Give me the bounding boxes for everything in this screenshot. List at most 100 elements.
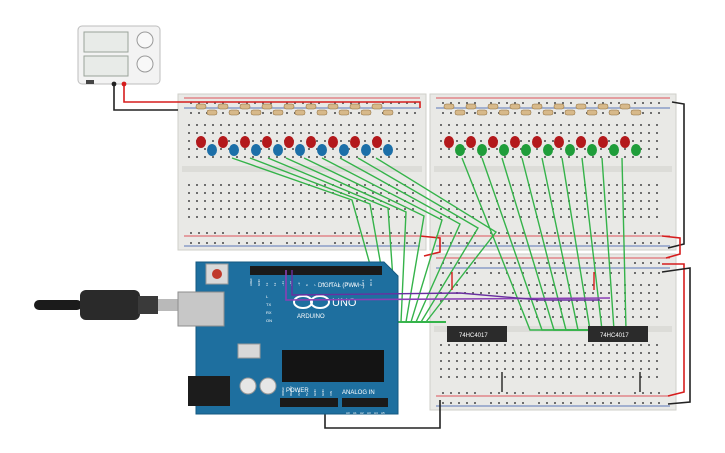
resistor[interactable] [443, 103, 455, 110]
resistor[interactable] [476, 109, 488, 116]
led-red[interactable] [488, 136, 498, 148]
led-red[interactable] [284, 136, 294, 148]
led-blue[interactable] [383, 144, 393, 156]
resistor[interactable] [305, 103, 317, 110]
resistor[interactable] [597, 103, 609, 110]
resistor[interactable] [371, 103, 383, 110]
left-led-13[interactable] [338, 109, 350, 156]
purple-wires[interactable] [285, 270, 611, 301]
resistor[interactable] [250, 109, 262, 116]
right-led-6[interactable] [509, 103, 521, 148]
left-led-6[interactable] [261, 103, 273, 148]
led-red[interactable] [306, 136, 316, 148]
led-blue[interactable] [339, 144, 349, 156]
led-red[interactable] [532, 136, 542, 148]
led-red[interactable] [328, 136, 338, 148]
resistor[interactable] [553, 103, 565, 110]
wire-red-right[interactable] [661, 235, 681, 259]
led-red[interactable] [554, 136, 564, 148]
right-led-15[interactable] [608, 109, 620, 156]
led-red[interactable] [598, 136, 608, 148]
led-blue[interactable] [229, 144, 239, 156]
led-green[interactable] [587, 144, 597, 156]
left-led-3[interactable] [228, 109, 240, 156]
led-blue[interactable] [295, 144, 305, 156]
resistor[interactable] [316, 109, 328, 116]
left-led-12[interactable] [327, 103, 339, 148]
resistor[interactable] [608, 109, 620, 116]
led-red[interactable] [372, 136, 382, 148]
wire-black-right-lower[interactable] [661, 267, 691, 405]
right-led-4[interactable] [487, 103, 499, 148]
power-supply-icon[interactable] [77, 25, 161, 87]
led-red[interactable] [510, 136, 520, 148]
resistor[interactable] [294, 109, 306, 116]
wire-red-supply[interactable] [123, 84, 421, 108]
left-led-16[interactable] [371, 103, 383, 148]
led-red[interactable] [240, 136, 250, 148]
left-led-0[interactable] [195, 103, 207, 148]
led-red[interactable] [466, 136, 476, 148]
power-switch[interactable] [86, 80, 94, 84]
resistor[interactable] [217, 103, 229, 110]
left-led-7[interactable] [272, 109, 284, 156]
resistor[interactable] [283, 103, 295, 110]
resistor[interactable] [228, 109, 240, 116]
power-wires[interactable] [113, 84, 691, 429]
led-red[interactable] [262, 136, 272, 148]
resistor[interactable] [520, 109, 532, 116]
chip-2[interactable]: 74HC4017 [588, 326, 648, 342]
breadboard-top-left[interactable] [177, 93, 427, 251]
reset-button[interactable] [212, 269, 222, 279]
resistor[interactable] [586, 109, 598, 116]
resistor[interactable] [360, 109, 372, 116]
right-led-1[interactable] [454, 109, 466, 156]
led-green[interactable] [455, 144, 465, 156]
led-blue[interactable] [207, 144, 217, 156]
signal-wire-left-8[interactable] [375, 157, 498, 323]
resistor[interactable] [239, 103, 251, 110]
voltage-knob[interactable] [136, 31, 154, 49]
resistor[interactable] [498, 109, 510, 116]
led-resistor-array[interactable] [195, 103, 642, 156]
led-red[interactable] [196, 136, 206, 148]
resistor[interactable] [338, 109, 350, 116]
resistor[interactable] [575, 103, 587, 110]
signal-wire-right-4[interactable] [541, 157, 590, 331]
led-red[interactable] [350, 136, 360, 148]
led-green[interactable] [609, 144, 619, 156]
right-led-17[interactable] [630, 109, 642, 156]
led-blue[interactable] [317, 144, 327, 156]
wire-black-supply[interactable] [113, 84, 178, 111]
led-green[interactable] [543, 144, 553, 156]
right-led-9[interactable] [542, 109, 554, 156]
left-led-10[interactable] [305, 103, 317, 148]
resistor[interactable] [630, 109, 642, 116]
led-green[interactable] [521, 144, 531, 156]
right-led-2[interactable] [465, 103, 477, 148]
led-green[interactable] [631, 144, 641, 156]
chip-1[interactable]: 74HC4017 [447, 326, 507, 342]
left-led-4[interactable] [239, 103, 251, 148]
resistor[interactable] [619, 103, 631, 110]
resistor[interactable] [261, 103, 273, 110]
usb-port[interactable] [177, 291, 225, 327]
right-led-5[interactable] [498, 109, 510, 156]
left-led-15[interactable] [360, 109, 372, 156]
right-led-7[interactable] [520, 109, 532, 156]
analog-header[interactable] [342, 398, 388, 407]
left-led-8[interactable] [283, 103, 295, 148]
right-led-16[interactable] [619, 103, 631, 148]
resistor[interactable] [382, 109, 394, 116]
led-blue[interactable] [251, 144, 261, 156]
right-led-14[interactable] [597, 103, 609, 148]
led-blue[interactable] [361, 144, 371, 156]
led-green[interactable] [477, 144, 487, 156]
resistor[interactable] [465, 103, 477, 110]
power-header[interactable] [280, 398, 338, 407]
right-led-10[interactable] [553, 103, 565, 148]
digital-header[interactable] [250, 266, 382, 275]
left-led-14[interactable] [349, 103, 361, 148]
left-led-17[interactable] [382, 109, 394, 156]
